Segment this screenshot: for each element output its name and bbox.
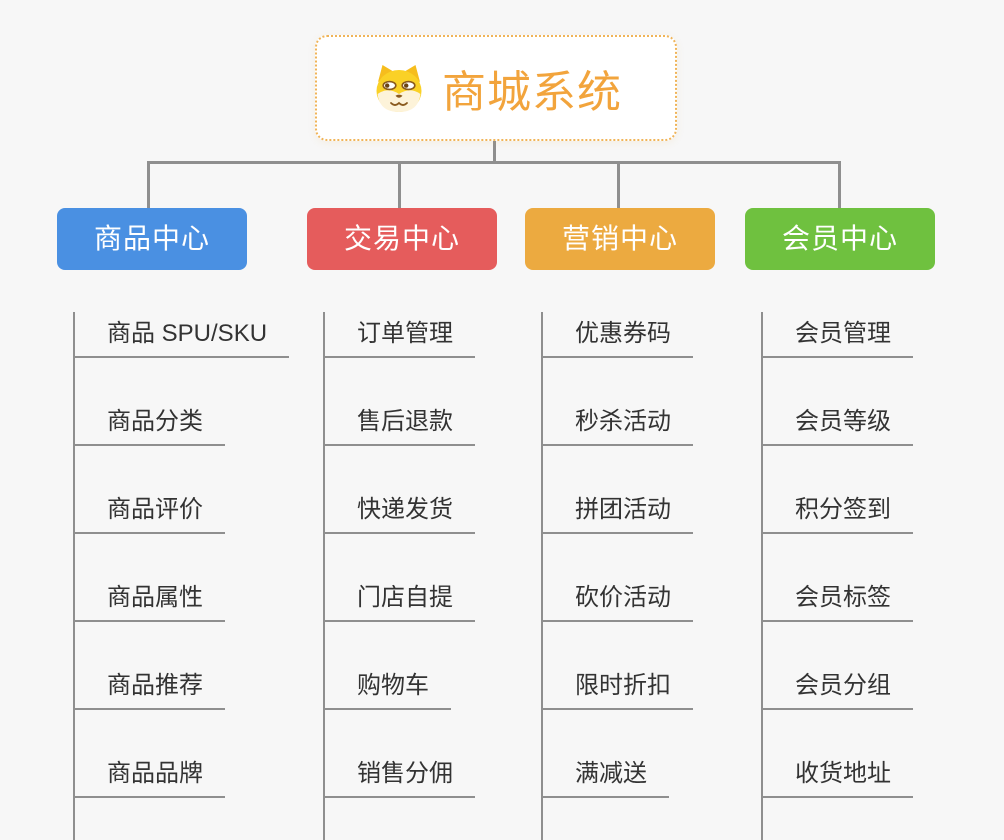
subtopic-item[interactable]: 订单管理 xyxy=(323,312,475,358)
branch-product-center: 商品中心 商品 SPU/SKU 商品分类 商品评价 商品属性 商品推荐 商品品牌 xyxy=(57,208,290,840)
branch-member-center: 会员中心 会员管理 会员等级 积分签到 会员标签 会员分组 收货地址 xyxy=(745,208,936,840)
branch-marketing-center: 营销中心 优惠券码 秒杀活动 拼团活动 砍价活动 限时折扣 满减送 xyxy=(525,208,716,840)
branch-spine-line xyxy=(541,312,543,840)
subtopic-item[interactable]: 售后退款 xyxy=(323,400,475,446)
subtopic-item[interactable]: 商品分类 xyxy=(73,400,225,446)
subtopic-item[interactable]: 砍价活动 xyxy=(541,576,693,622)
branch-items-marketing-center: 优惠券码 秒杀活动 拼团活动 砍价活动 限时折扣 满减送 xyxy=(541,312,715,840)
subtopic-item[interactable]: 门店自提 xyxy=(323,576,475,622)
subtopic-item[interactable]: 优惠券码 xyxy=(541,312,693,358)
connector-drop-product xyxy=(147,161,150,208)
subtopic-item[interactable]: 拼团活动 xyxy=(541,488,693,534)
branch-node-member-center[interactable]: 会员中心 xyxy=(745,208,936,270)
branch-node-product-center[interactable]: 商品中心 xyxy=(57,208,248,270)
connector-drop-member xyxy=(838,161,841,208)
branch-items-member-center: 会员管理 会员等级 积分签到 会员标签 会员分组 收货地址 xyxy=(761,312,935,840)
connector-drop-trade xyxy=(398,161,401,208)
shiba-dog-icon xyxy=(376,65,422,112)
branch-items-product-center: 商品 SPU/SKU 商品分类 商品评价 商品属性 商品推荐 商品品牌 xyxy=(73,312,290,840)
subtopic-item[interactable]: 秒杀活动 xyxy=(541,400,693,446)
root-topic[interactable]: 商城系统 xyxy=(315,35,677,141)
subtopic-item[interactable]: 会员管理 xyxy=(761,312,913,358)
branch-spine-line xyxy=(323,312,325,840)
connector-root-drop xyxy=(493,141,496,164)
root-topic-label: 商城系统 xyxy=(442,68,622,117)
branch-node-marketing-center[interactable]: 营销中心 xyxy=(525,208,716,270)
subtopic-item[interactable]: 积分签到 xyxy=(761,488,913,534)
branch-trade-center: 交易中心 订单管理 售后退款 快递发货 门店自提 购物车 销售分佣 xyxy=(307,208,498,840)
branch-spine-line xyxy=(761,312,763,840)
subtopic-item[interactable]: 快递发货 xyxy=(323,488,475,534)
subtopic-item[interactable]: 收货地址 xyxy=(761,752,913,798)
subtopic-item[interactable]: 购物车 xyxy=(323,664,451,710)
connector-bus xyxy=(147,161,841,164)
subtopic-item[interactable]: 会员等级 xyxy=(761,400,913,446)
subtopic-item[interactable]: 销售分佣 xyxy=(323,752,475,798)
branch-node-trade-center[interactable]: 交易中心 xyxy=(307,208,498,270)
subtopic-item[interactable]: 商品推荐 xyxy=(73,664,225,710)
subtopic-item[interactable]: 商品评价 xyxy=(73,488,225,534)
subtopic-item[interactable]: 商品品牌 xyxy=(73,752,225,798)
connector-drop-marketing xyxy=(617,161,620,208)
subtopic-item[interactable]: 商品 SPU/SKU xyxy=(73,312,290,358)
subtopic-item[interactable]: 会员标签 xyxy=(761,576,913,622)
branch-spine-line xyxy=(73,312,75,840)
subtopic-item[interactable]: 商品属性 xyxy=(73,576,225,622)
subtopic-item[interactable]: 满减送 xyxy=(541,752,669,798)
subtopic-item[interactable]: 限时折扣 xyxy=(541,664,693,710)
subtopic-item[interactable]: 会员分组 xyxy=(761,664,913,710)
branch-items-trade-center: 订单管理 售后退款 快递发货 门店自提 购物车 销售分佣 xyxy=(323,312,497,840)
